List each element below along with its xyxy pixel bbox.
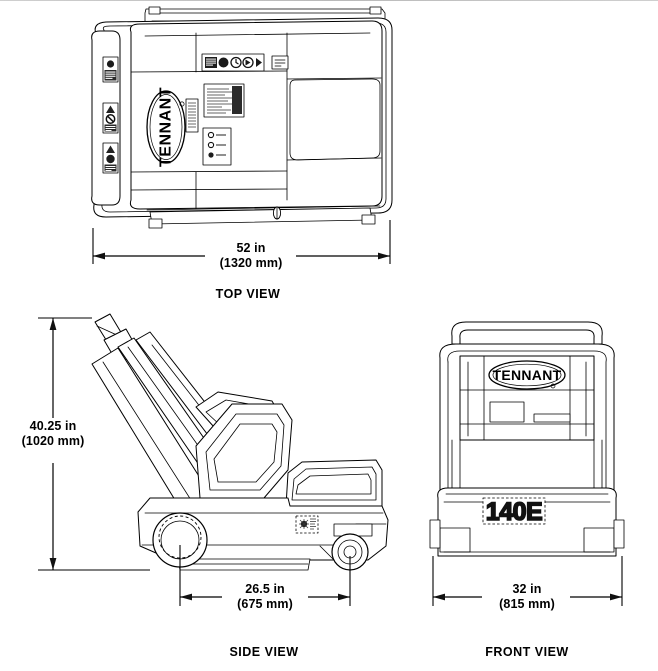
control-panel-decal: [201, 53, 289, 72]
front-width-imperial: 32 in: [512, 582, 542, 596]
top-width-imperial: 52 in: [236, 241, 266, 255]
side-length-metric: (675 mm): [237, 597, 293, 611]
sheet-top-rule: [0, 0, 658, 1]
side-view-length-dimension: [179, 545, 351, 606]
instruction-decal: [202, 127, 232, 166]
svg-text:TENNANT: TENNANT: [158, 87, 175, 167]
side-view-rear-caster: [331, 523, 373, 571]
side-view-decal: [295, 515, 319, 534]
top-view-width-dimension: [92, 220, 391, 264]
svg-text:140E: 140E: [486, 498, 542, 526]
front-view-width-dimension: [432, 556, 623, 606]
front-view-drawing: TENNANT 140E: [429, 321, 625, 557]
top-view-label: TOP VIEW: [215, 287, 281, 301]
top-view-drawing: TENNANT: [91, 6, 393, 229]
top-view-decal-group: [102, 56, 119, 174]
top-view-width-label: 52 in (1320 mm): [205, 241, 297, 271]
side-view-label: SIDE VIEW: [229, 645, 299, 659]
tennant-logo-top-view: TENNANT: [146, 87, 186, 167]
info-plate-decal: [203, 83, 245, 118]
front-view-label: FRONT VIEW: [485, 645, 569, 659]
side-view-height-label: 40.25 in (1020 mm): [0, 419, 106, 449]
model-badge-140e: 140E: [482, 497, 546, 527]
side-height-metric: (1020 mm): [21, 434, 85, 448]
svg-text:TENNANT: TENNANT: [493, 367, 562, 383]
side-height-imperial: 40.25 in: [29, 419, 77, 433]
tennant-logo-front-view: TENNANT: [488, 360, 566, 390]
side-length-imperial: 26.5 in: [245, 582, 285, 596]
top-width-metric: (1320 mm): [219, 256, 283, 270]
side-view-height-dimension: [38, 317, 150, 571]
front-view-width-label: 32 in (815 mm): [481, 582, 573, 612]
side-view-drawing: [91, 313, 389, 571]
front-width-metric: (815 mm): [499, 597, 555, 611]
side-view-length-label: 26.5 in (675 mm): [219, 582, 311, 612]
